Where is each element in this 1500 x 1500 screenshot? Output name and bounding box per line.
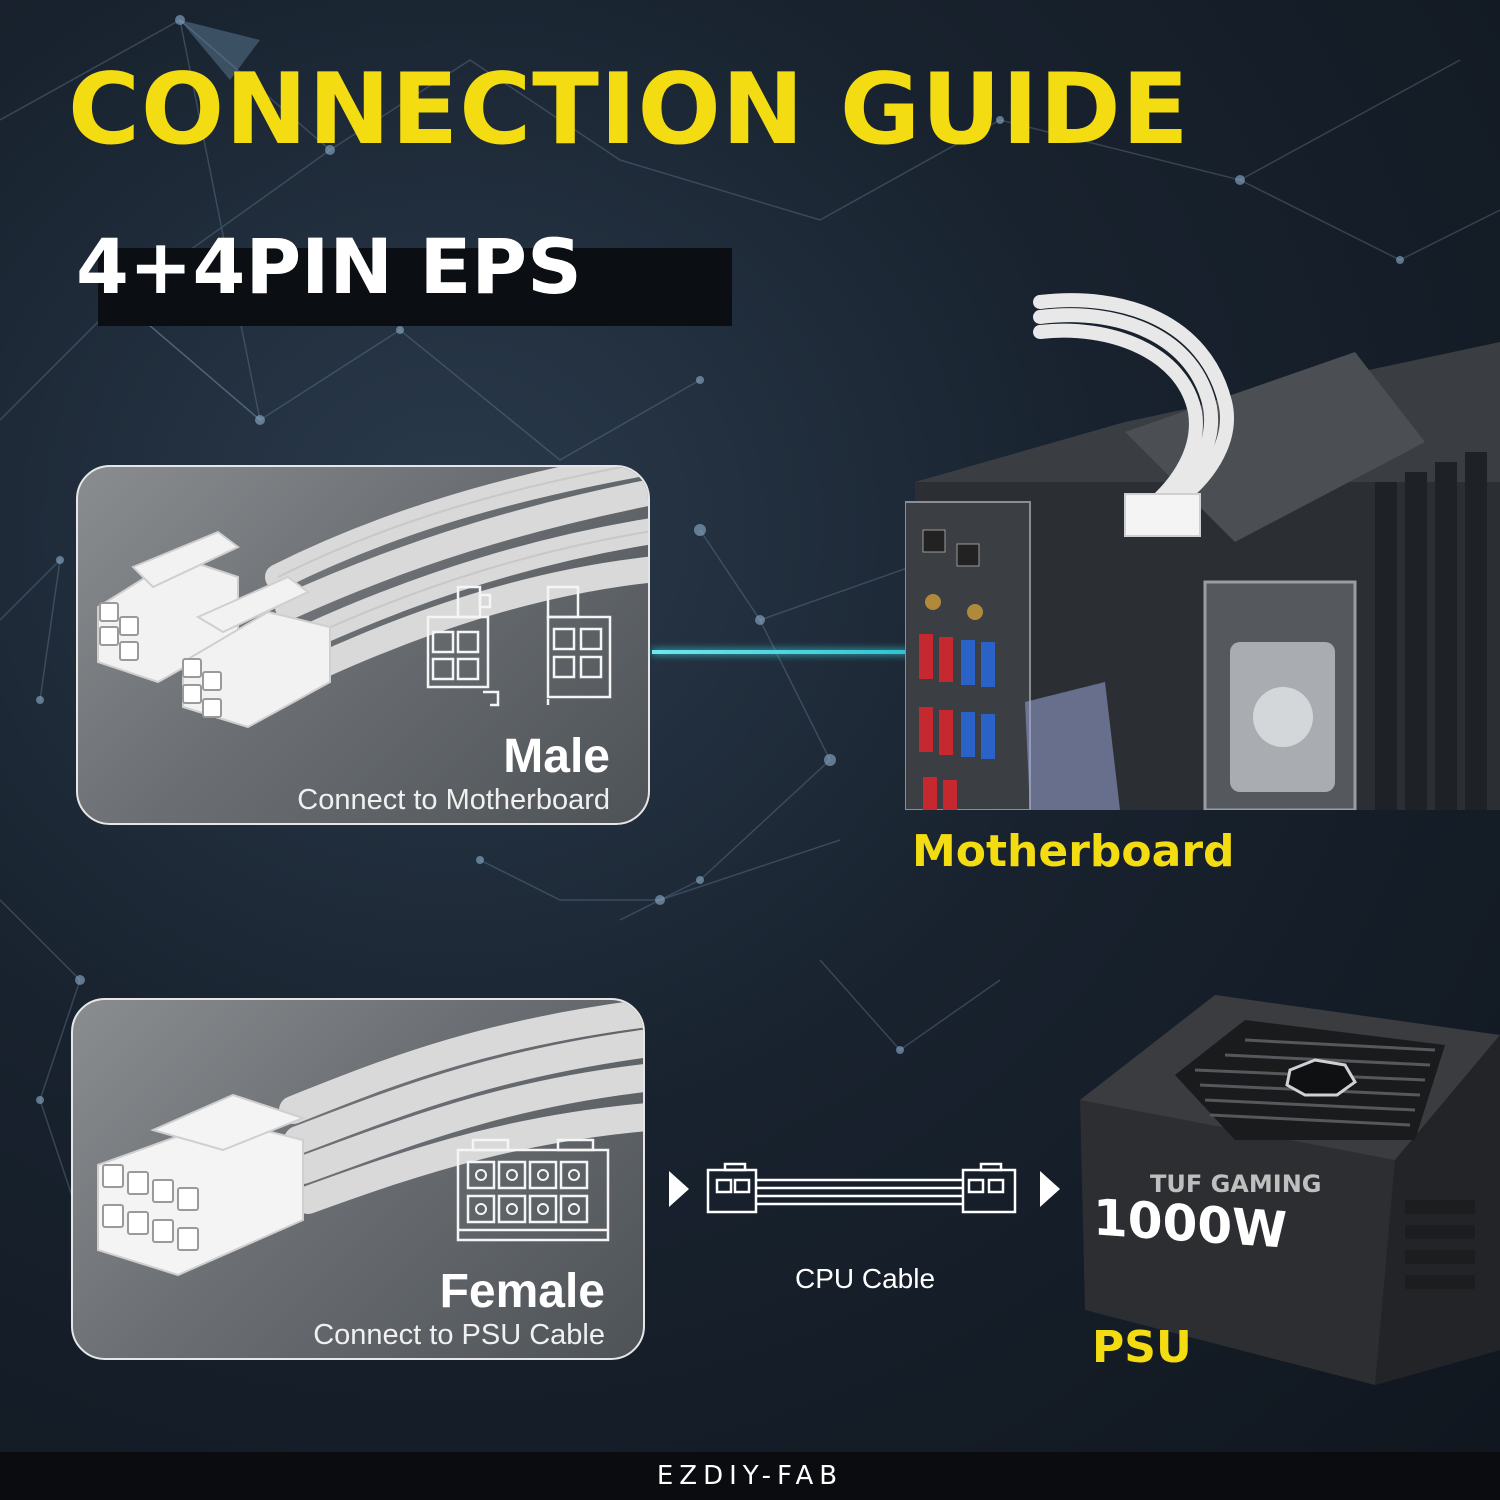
- arrow-right-icon: [669, 1171, 689, 1207]
- motherboard-label: Motherboard: [912, 826, 1235, 877]
- cpu-cable-icon: [706, 1162, 1017, 1214]
- female-connector-panel: Female Connect to PSU Cable: [71, 998, 645, 1360]
- motherboard-image: [905, 293, 1500, 810]
- male-description: Connect to Motherboard: [297, 784, 610, 816]
- male-connector-image: [97, 467, 648, 729]
- page-title: CONNECTION GUIDE: [68, 53, 1190, 167]
- psu-label: PSU: [1092, 1322, 1192, 1373]
- psu-body: [1080, 995, 1500, 1385]
- male-connector-panel: Male Connect to Motherboard: [76, 465, 650, 825]
- female-label: Female: [439, 1265, 605, 1318]
- cpu-cable-label: CPU Cable: [794, 1263, 936, 1294]
- male-label: Male: [503, 730, 610, 783]
- psu-brand-text: TUF GAMING: [1150, 1170, 1322, 1198]
- female-description: Connect to PSU Cable: [313, 1319, 605, 1351]
- arrow-right-icon: [1040, 1171, 1060, 1207]
- page-subtitle: 4+4PIN EPS: [76, 222, 582, 311]
- subtitle-backdrop: [98, 248, 732, 326]
- psu-image: TUF GAMING 1000W: [1075, 990, 1500, 1390]
- footer-bar: [0, 1452, 1500, 1500]
- female-connector-image: [97, 1000, 643, 1277]
- brand-logo: EZDIY-FAB: [656, 1461, 844, 1491]
- male-to-motherboard-line: [652, 650, 910, 654]
